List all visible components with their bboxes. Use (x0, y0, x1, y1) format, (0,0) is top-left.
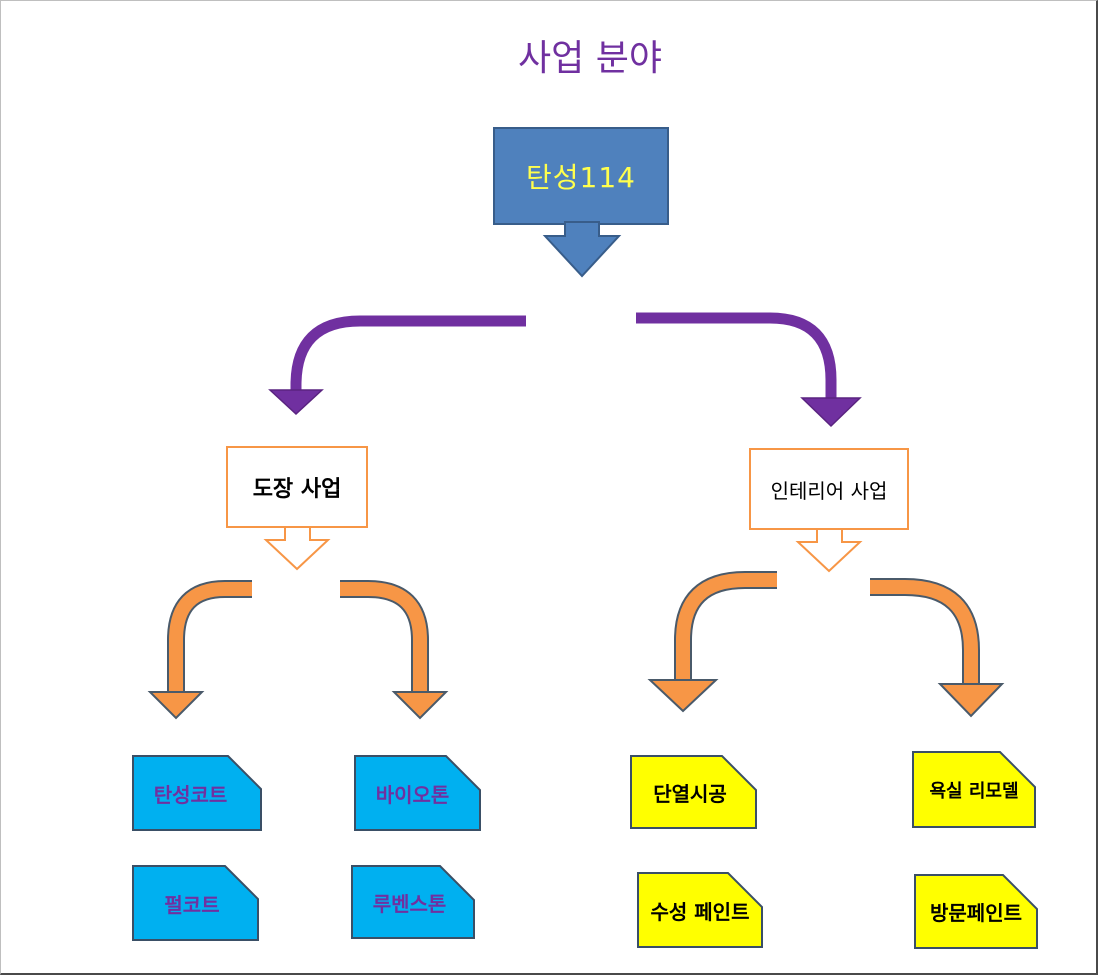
branch-box-interior-arrow (795, 528, 863, 573)
leaf-note-6 (912, 751, 1036, 828)
leaf-note-5 (630, 755, 757, 829)
leaf-label-4: 루벤스톤 (372, 891, 447, 916)
leaf-note-1 (132, 755, 262, 831)
leaf-note-7 (637, 872, 763, 948)
purple-arrowhead-right (800, 397, 862, 428)
leaf-note-3 (132, 865, 259, 941)
root-down-arrow (542, 221, 622, 278)
leaf-note-4 (351, 865, 475, 939)
purple-arrowhead-left (268, 389, 324, 416)
orange-arrow-4 (870, 578, 1005, 718)
leaf-label-3: 펄코트 (164, 892, 220, 917)
branch-box-painting-arrow (263, 526, 331, 571)
leaf-label-5: 단열시공 (653, 781, 727, 806)
orange-arrow-2 (340, 580, 449, 720)
branch-label-interior: 인테리어 사업 (770, 478, 888, 503)
branch-box-painting (226, 446, 368, 528)
purple-arrow-right (636, 312, 837, 398)
leaf-label-8: 방문페인트 (930, 901, 1022, 925)
leaf-label-6: 욕실 리모델 (929, 780, 1019, 802)
branch-label-painting: 도장 사업 (252, 477, 342, 502)
orange-arrow-1 (147, 580, 252, 720)
leaf-label-1: 탄성코트 (153, 782, 228, 807)
leaf-note-2 (354, 755, 481, 831)
leaf-label-7: 수성 페인트 (650, 899, 750, 924)
leaf-label-2: 바이오톤 (375, 782, 450, 807)
orange-arrow-3 (647, 571, 777, 713)
page-title: 사업 분야 (518, 38, 662, 79)
purple-arrow-left (290, 315, 526, 392)
leaf-note-8 (914, 874, 1038, 949)
root-label: 탄성114 (526, 161, 636, 194)
